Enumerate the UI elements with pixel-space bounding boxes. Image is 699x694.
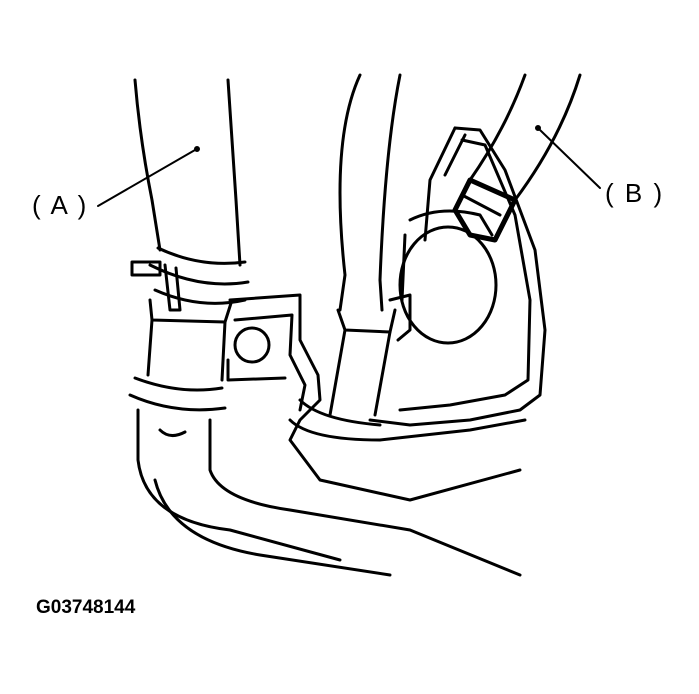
figure-id: G03748144 (36, 597, 136, 618)
hose-middle (328, 73, 412, 417)
pipe-lower (128, 376, 522, 577)
callout-a-label: ( A ) (32, 190, 89, 220)
reservoir-tank (288, 126, 547, 442)
bracket (226, 293, 522, 502)
leader-lines (97, 125, 601, 207)
reservoir-cap (398, 209, 498, 345)
callout-b-label: ( B ) (605, 178, 665, 208)
hose-b (452, 73, 582, 243)
hose-a (130, 78, 250, 382)
